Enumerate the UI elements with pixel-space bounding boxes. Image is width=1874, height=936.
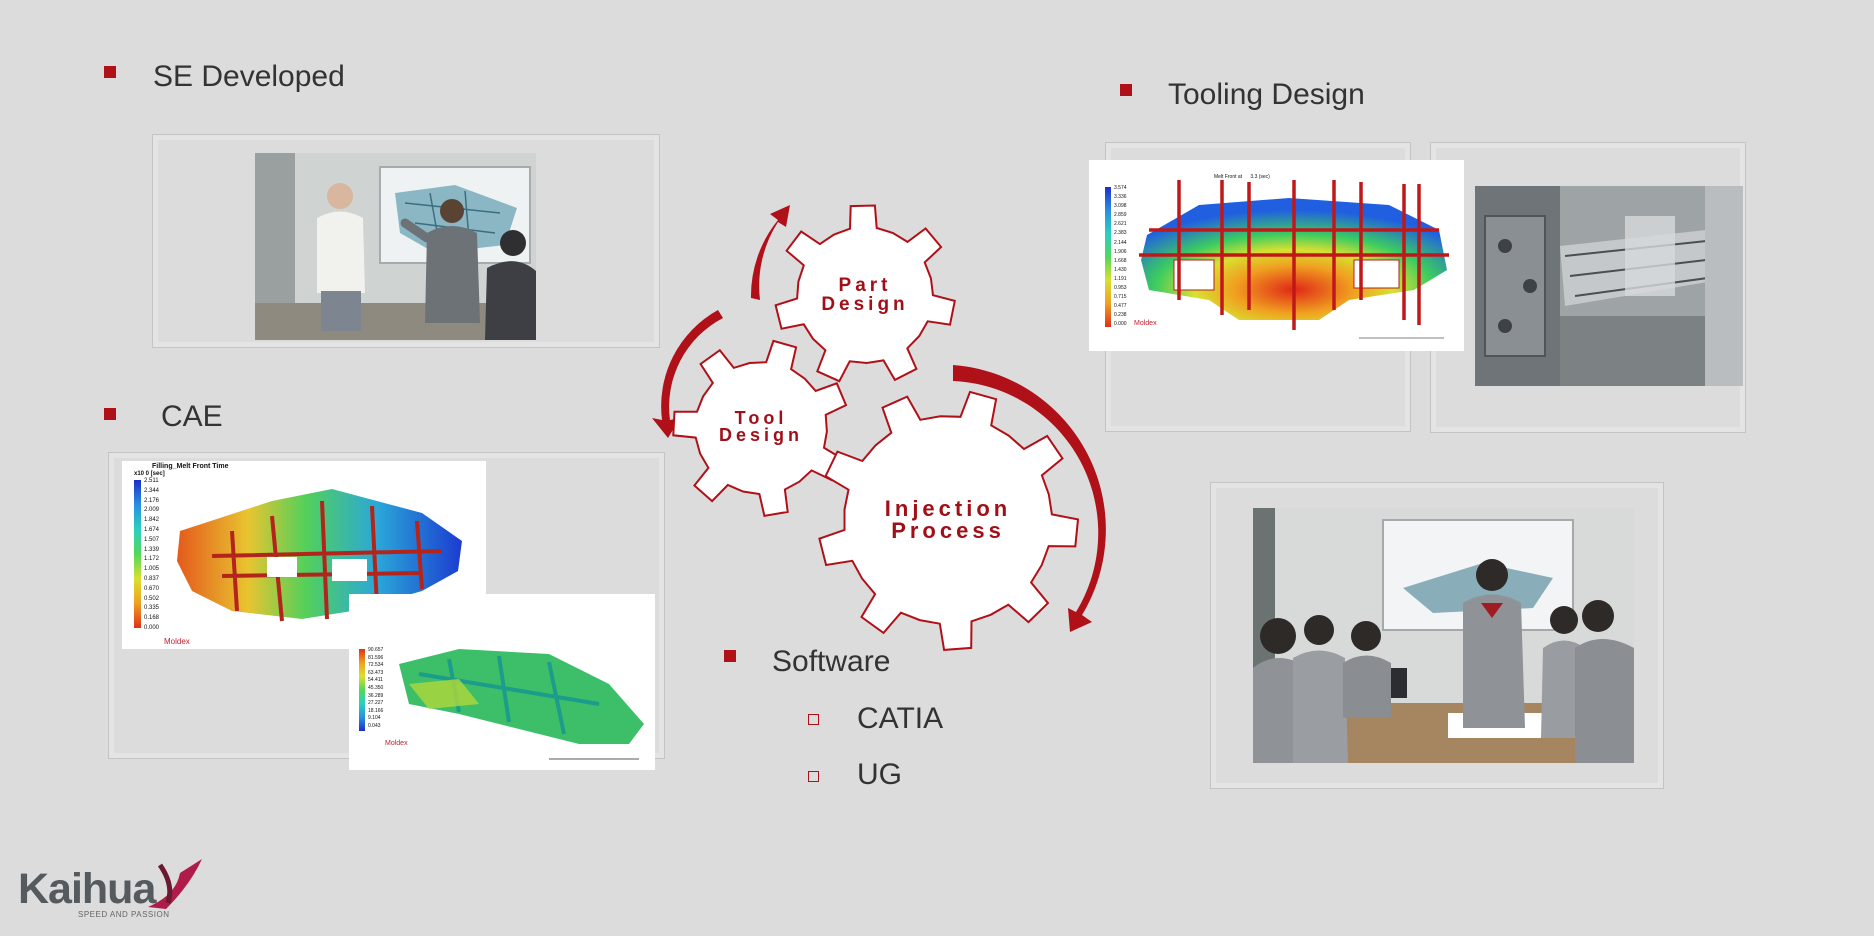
tooling-bullet xyxy=(1120,84,1132,96)
cae-second-legend-value: 27.227 xyxy=(368,700,384,707)
logo-wordmark: Kaihua xyxy=(18,865,156,913)
se-heading: SE Developed xyxy=(153,60,345,93)
se-photo-frame xyxy=(152,134,660,348)
cae-second-legend-value: 63.473 xyxy=(368,669,384,676)
tooling-melt-front-simulation: Melt Front at 3.3 (sec) 3.574 3.336 3.098 2… xyxy=(1089,160,1464,351)
cae-filling-legend-value: 2.009 xyxy=(144,507,160,514)
cae-filling-legend-value: 1.674 xyxy=(144,526,160,533)
cae-second-legend-value: 18.166 xyxy=(368,707,384,714)
gear-part-line2: Design xyxy=(821,294,908,315)
tooling-legend-value: 2.144 xyxy=(1114,239,1127,246)
tooling-legend-value: 3.574 xyxy=(1114,185,1127,191)
cae-filling-legend-value: 1.172 xyxy=(144,556,160,563)
tooling-sim-brand: Moldex xyxy=(1134,320,1157,327)
cae-filling-legend-value: 0.168 xyxy=(144,615,160,622)
tooling-legend-value: 3.098 xyxy=(1114,203,1127,210)
kaihua-logo: Kaihua SPEED AND PASSION xyxy=(18,855,208,925)
cae-second-legend-value: 45.350 xyxy=(368,684,384,691)
gear-part-line1: Part xyxy=(839,275,892,296)
software-item-catia: CATIA xyxy=(857,702,944,735)
cae-bullet xyxy=(104,408,116,420)
cae-second-colorbar xyxy=(359,649,365,731)
tooling-legend-value: 0.715 xyxy=(1114,294,1127,301)
se-meeting-photo xyxy=(255,153,536,340)
cae-filling-legend-value: 2.176 xyxy=(144,497,160,504)
tooling-legend-value: 1.430 xyxy=(1114,266,1127,273)
tooling-team-photo xyxy=(1253,508,1634,763)
arrow-tool-to-part-icon xyxy=(652,310,723,438)
gear-tool-icon xyxy=(672,339,848,518)
gear-tool-line2: Design xyxy=(719,425,803,445)
software-item-bullet-catia xyxy=(808,714,819,725)
logo-swoosh-icon xyxy=(148,859,202,909)
cae-filling-title: Filling_Melt Front Time xyxy=(152,463,229,470)
gear-injection-line1: Injection xyxy=(885,496,1011,521)
tooling-legend: 3.574 3.336 3.098 2.859 2.621 2.383 2.144 1.906… xyxy=(1114,184,1154,330)
tooling-legend-value: 2.383 xyxy=(1114,230,1127,237)
cae-second-legend-value: 81.596 xyxy=(368,654,384,661)
cae-filling-legend-value: 1.842 xyxy=(144,517,160,524)
gear-tool-line1: Tool xyxy=(735,408,788,428)
software-bullet xyxy=(724,650,736,662)
tooling-mold-photo xyxy=(1475,186,1743,386)
tooling-heading: Tooling Design xyxy=(1168,78,1365,111)
tooling-team-frame xyxy=(1210,482,1664,789)
tooling-legend-value: 0.477 xyxy=(1114,303,1127,310)
cae-filling-part xyxy=(177,489,462,622)
cae-filling-legend-value: 0.502 xyxy=(144,595,160,602)
gear-injection-line2: Process xyxy=(891,518,1005,543)
software-heading: Software xyxy=(772,645,891,678)
arrow-part-to-tool-icon xyxy=(750,205,790,300)
software-item-ug: UG xyxy=(857,758,902,791)
software-item-bullet-ug xyxy=(808,771,819,782)
cae-filling-legend-value: 1.005 xyxy=(144,566,160,573)
tooling-legend-value: 0.953 xyxy=(1114,285,1127,292)
cae-filling-legend-value: 2.511 xyxy=(144,478,159,484)
cae-second-brand: Moldex xyxy=(385,740,408,747)
cae-filling-legend-value: 0.670 xyxy=(144,585,160,592)
design-cycle-diagram: Part Design Tool Design Injection Proces… xyxy=(652,204,1106,651)
tooling-legend-value: 0.000 xyxy=(1114,321,1127,328)
arrow-injection-cycle-icon xyxy=(953,365,1106,632)
tooling-legend-value: 1.668 xyxy=(1114,257,1127,264)
cae-filling-legend-value: 0.335 xyxy=(144,605,160,612)
cae-second-legend-value: 9.104 xyxy=(368,715,381,722)
cae-second-legend-value: 72.534 xyxy=(368,662,384,669)
cae-heading: CAE xyxy=(161,400,223,433)
cae-filling-legend: 2.511 2.344 2.176 2.009 1.842 1.674 1.507 1.339… xyxy=(144,477,184,634)
gear-injection-icon xyxy=(818,390,1080,651)
tooling-legend-value: 2.621 xyxy=(1114,221,1127,228)
tooling-legend-value: 3.336 xyxy=(1114,194,1127,201)
gear-part-icon xyxy=(774,204,956,383)
cae-second-part xyxy=(399,649,644,760)
tooling-legend-value: 1.191 xyxy=(1114,275,1127,282)
cae-filling-brand: Moldex xyxy=(164,637,190,646)
cae-filling-legend-value: 1.339 xyxy=(144,546,160,553)
cae-filling-simulation: Filling_Melt Front Time x10 0 [sec] 2.51… xyxy=(122,461,486,649)
tooling-legend-value: 2.859 xyxy=(1114,212,1127,219)
cae-filling-legend-value: 2.344 xyxy=(144,487,160,494)
cae-filling-colorbar xyxy=(134,480,141,628)
cae-second-legend-value: 90.657 xyxy=(368,647,384,653)
cae-filling-unit: x10 0 [sec] xyxy=(134,471,165,477)
tooling-colorbar xyxy=(1105,187,1111,327)
tooling-sim-title: Melt Front at 3.3 (sec) xyxy=(1214,174,1270,180)
cae-filling-legend-value: 1.507 xyxy=(144,536,160,543)
tooling-legend-value: 0.238 xyxy=(1114,312,1127,319)
cae-second-legend-value: 54.411 xyxy=(368,677,383,684)
cae-second-legend-value: 0.043 xyxy=(368,722,381,729)
cae-filling-legend-value: 0.837 xyxy=(144,575,160,582)
cae-filling-legend-value: 0.000 xyxy=(144,624,160,631)
se-bullet xyxy=(104,66,116,78)
tooling-sim-part xyxy=(1139,180,1449,339)
tooling-legend-value: 1.906 xyxy=(1114,248,1127,255)
logo-tagline: SPEED AND PASSION xyxy=(78,910,170,919)
cae-second-legend-value: 36.289 xyxy=(368,692,384,699)
